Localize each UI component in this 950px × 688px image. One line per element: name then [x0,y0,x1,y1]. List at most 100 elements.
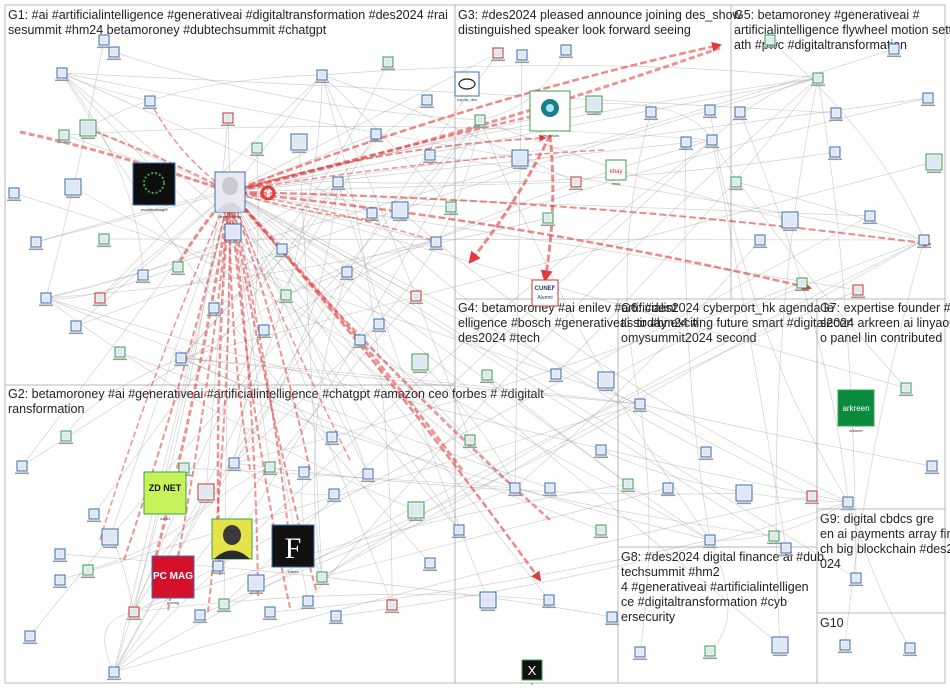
node-avatar[interactable] [605,611,619,626]
node-avatar[interactable] [193,609,207,624]
node-avatar[interactable] [925,153,943,174]
node-forbes[interactable]: F forbes [271,524,315,574]
node-avatar[interactable] [479,591,497,612]
node-avatar[interactable] [429,236,443,251]
node-avatar[interactable] [79,119,97,140]
node-avatar[interactable] [7,187,21,202]
node-avatar[interactable] [594,444,608,459]
node-avatar[interactable] [463,434,477,449]
node-avatar[interactable] [420,94,434,109]
node-avatar[interactable] [921,92,935,107]
node-toyota[interactable]: toyota_des [454,71,480,102]
node-avatar[interactable] [480,369,494,384]
node-avatar[interactable] [549,368,563,383]
node-avatar[interactable] [887,43,901,58]
node-avatar[interactable] [511,149,529,170]
node-avatar[interactable] [224,223,242,244]
node-avatar[interactable] [297,466,311,481]
node-analyticsinsight[interactable]: analyticsinsight [132,162,176,212]
node-avatar[interactable] [805,490,819,505]
node-avatar[interactable] [597,371,615,392]
node-avatar[interactable] [217,598,231,613]
node-avatar[interactable] [491,47,505,62]
node-avatar[interactable] [257,324,271,339]
node-avatar[interactable] [197,483,215,504]
node-avatar[interactable] [381,56,395,71]
node-avatar[interactable] [279,289,293,304]
node-avatar[interactable] [53,548,67,563]
node-avatar[interactable] [315,571,329,586]
node-avatar[interactable] [97,34,111,49]
node-avatar[interactable] [372,318,386,333]
node-avatar[interactable] [444,201,458,216]
node-avatar[interactable] [407,501,425,522]
node-avatar[interactable] [211,560,225,575]
node-avatar[interactable] [849,572,863,587]
node-avatar[interactable] [15,460,29,475]
node-avatar[interactable] [101,528,119,549]
node-avatar[interactable] [391,201,409,222]
node-avatar[interactable] [171,261,185,276]
node-avatar[interactable] [315,69,329,84]
node-avatar[interactable] [829,107,843,122]
node-des-show[interactable]: des_show [529,90,571,138]
node-avatar[interactable] [729,176,743,191]
node-avatar[interactable] [543,482,557,497]
node-avatar[interactable] [917,234,931,249]
node-avatar[interactable] [143,95,157,110]
node-avatar[interactable] [795,277,809,292]
node-avatar[interactable] [644,106,658,121]
node-avatar[interactable] [331,176,345,191]
node-avatar[interactable] [703,534,717,549]
node-avatar[interactable] [361,468,375,483]
node-avatar[interactable] [585,95,603,116]
node-yellow-portrait[interactable] [211,518,253,560]
node-avatar[interactable] [263,606,277,621]
node-avatar[interactable] [29,236,43,251]
node-avatar[interactable] [55,67,69,82]
node-avatar[interactable] [263,461,277,476]
node-avatar[interactable] [365,207,379,222]
node-avatar[interactable] [733,106,747,121]
node-avatar[interactable] [325,431,339,446]
node-avatar[interactable] [39,292,53,307]
node-avatar[interactable] [838,639,852,654]
node-avatar[interactable] [703,104,717,119]
node-avatar[interactable] [703,645,717,660]
node-avatar[interactable] [59,430,73,445]
node-pcmag[interactable]: PC MAG pcmag [151,555,195,605]
node-avatar[interactable] [679,136,693,151]
node-avatar[interactable] [97,233,111,248]
node-avatar[interactable] [87,508,101,523]
node-betamoroney[interactable]: betamoroney [214,171,246,219]
node-avatar[interactable] [851,284,865,299]
node-avatar[interactable] [353,334,367,349]
node-x[interactable]: X x [521,659,543,686]
node-avatar[interactable] [771,636,789,657]
node-avatar[interactable] [633,398,647,413]
node-avatar[interactable] [423,557,437,572]
node-avatar[interactable] [369,128,383,143]
node-avatar[interactable] [899,382,913,397]
node-avatar[interactable] [301,595,315,610]
node-avatar[interactable] [594,524,608,539]
node-avatar[interactable] [705,134,719,149]
node-avatar[interactable] [841,496,855,511]
node-avatar[interactable] [113,346,127,361]
node-avatar[interactable] [763,34,777,49]
node-avatar[interactable] [93,292,107,307]
node-avatar[interactable] [81,564,95,579]
node-avatar[interactable] [174,352,188,367]
node-avatar[interactable] [127,606,141,621]
node-avatar[interactable] [473,114,487,129]
node-avatar[interactable] [781,211,799,232]
node-avatar[interactable] [863,210,877,225]
node-avatar[interactable] [64,178,82,199]
node-avatar[interactable] [340,266,354,281]
node-avatar[interactable] [621,478,635,493]
node-avatar[interactable] [327,488,341,503]
node-cunef[interactable]: CUNEF Alumni [531,279,559,307]
node-avatar[interactable] [569,176,583,191]
node-avatar[interactable] [515,49,529,64]
node-avatar[interactable] [411,353,429,374]
